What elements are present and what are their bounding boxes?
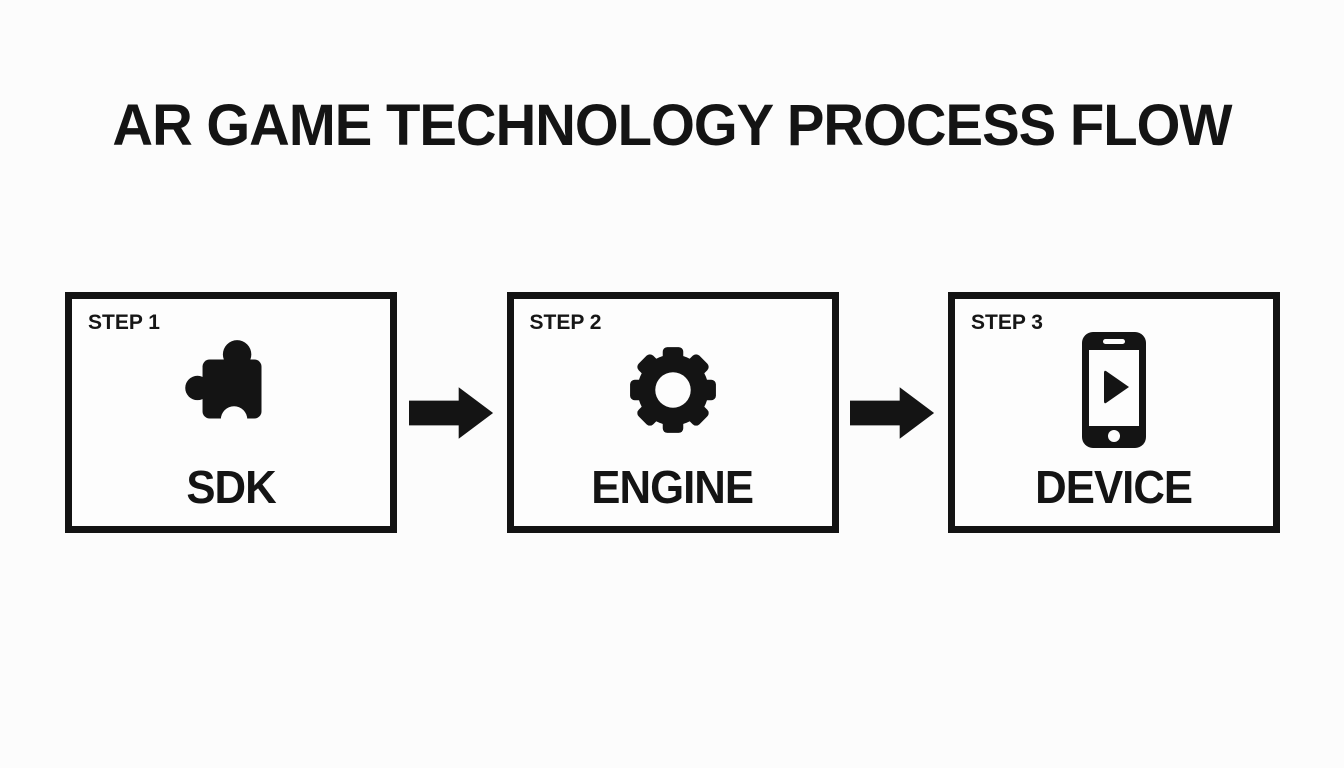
arrow-right-icon <box>850 384 936 442</box>
puzzle-piece-icon <box>170 329 292 451</box>
icon-area <box>170 315 292 464</box>
step-label: STEP 3 <box>971 311 1043 334</box>
gear-icon <box>617 334 729 446</box>
arrow-right-icon <box>408 384 495 442</box>
icon-area <box>1078 315 1150 464</box>
flow-row: STEP 1 SDK <box>65 292 1280 533</box>
step-box-sdk: STEP 1 SDK <box>65 292 397 533</box>
diagram-title: AR GAME TECHNOLOGY PROCESS FLOW <box>112 93 1232 158</box>
step-label: STEP 2 <box>529 311 602 334</box>
step-name: DEVICE <box>1035 461 1193 513</box>
step-label: STEP 1 <box>88 311 160 334</box>
step-name: SDK <box>186 461 276 513</box>
step-box-device: STEP 3 DEVICE <box>948 292 1280 533</box>
smartphone-play-icon <box>1078 330 1150 450</box>
step-box-engine: STEP 2 ENGINE <box>506 292 839 533</box>
icon-area <box>617 315 729 464</box>
step-name: ENGINE <box>591 461 755 513</box>
